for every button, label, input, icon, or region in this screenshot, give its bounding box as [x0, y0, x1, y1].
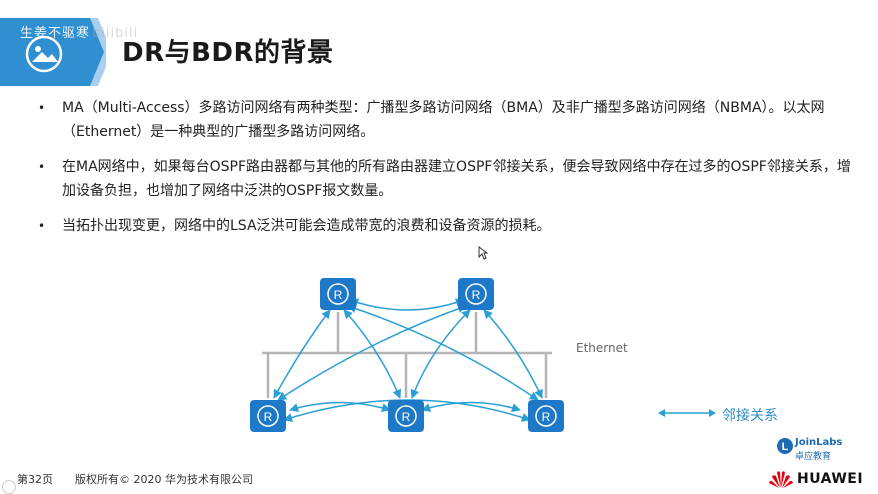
- bullet-item: • MA（Multi-Access）多路访问网络有两种类型：广播型多路访问网络（…: [38, 96, 858, 144]
- router-label: R: [264, 410, 273, 424]
- bullet-dot-icon: •: [38, 160, 46, 174]
- router-icon: R: [388, 400, 424, 432]
- page-number: 第32页: [17, 473, 53, 486]
- bullet-text: 当拓扑出现变更，网络中的LSA泛洪可能会造成带宽的浪费和设备资源的损耗。: [62, 218, 551, 234]
- adjacency-links: [273, 298, 543, 422]
- joinlabs-logo-icon: L: [777, 438, 793, 454]
- slide-title: DR与BDR的背景: [122, 38, 334, 68]
- image-icon: [25, 35, 63, 73]
- legend-label: 邻接关系: [722, 408, 778, 424]
- bullet-item: • 当拓扑出现变更，网络中的LSA泛洪可能会造成带宽的浪费和设备资源的损耗。: [38, 214, 858, 238]
- mouse-cursor-icon: [478, 246, 488, 260]
- router-label: R: [402, 410, 411, 424]
- router-label: R: [542, 410, 551, 424]
- copyright-text: 版权所有© 2020 华为技术有限公司: [75, 473, 253, 486]
- bullet-list: • MA（Multi-Access）多路访问网络有两种类型：广播型多路访问网络（…: [38, 96, 858, 249]
- router-label: R: [334, 288, 343, 302]
- joinlabs-name: JoinLabs: [795, 437, 843, 448]
- watermark-text: 生姜不驱寒: [20, 26, 91, 41]
- bullet-item: • 在MA网络中，如果每台OSPF路由器都与其他的所有路由器建立OSPF邻接关系…: [38, 155, 858, 203]
- ethernet-label: Ethernet: [576, 341, 628, 355]
- corner-mark-icon: [2, 480, 16, 494]
- huawei-logo-icon: [769, 471, 793, 488]
- bullet-text: 在MA网络中，如果每台OSPF路由器都与其他的所有路由器建立OSPF邻接关系，便…: [62, 159, 851, 199]
- ethernet-bus: [262, 312, 552, 398]
- router-icon: R: [250, 400, 286, 432]
- router-label: R: [472, 288, 481, 302]
- bullet-dot-icon: •: [38, 219, 46, 233]
- legend-arrow-icon: [658, 409, 716, 417]
- joinlabs-subtitle: 卓应教育: [795, 452, 832, 462]
- watermark-tail: bilibili: [92, 26, 139, 41]
- bullet-text: MA（Multi-Access）多路访问网络有两种类型：广播型多路访问网络（BM…: [62, 100, 825, 140]
- router-icon: R: [458, 278, 494, 310]
- router-icon: R: [320, 278, 356, 310]
- router-icon: R: [528, 400, 564, 432]
- huawei-brand: HUAWEI: [797, 471, 864, 487]
- bullet-dot-icon: •: [38, 101, 46, 115]
- header-badge: [0, 18, 106, 86]
- svg-text:L: L: [782, 441, 789, 453]
